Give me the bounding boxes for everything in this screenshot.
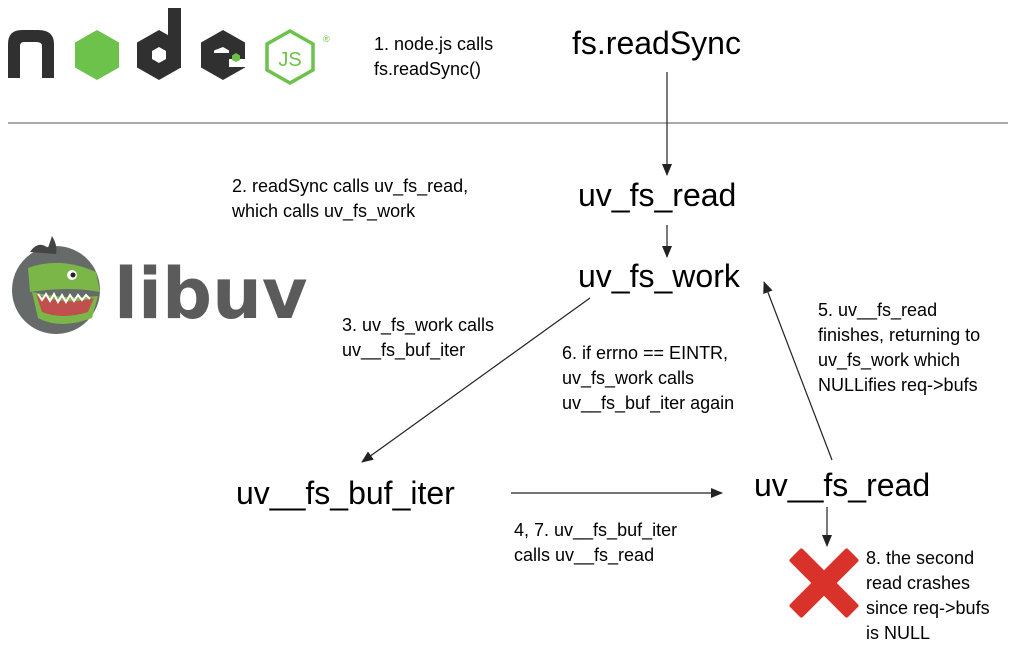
note-step-6-line: uv__fs_buf_iter again [562, 393, 735, 413]
note-step-1: 1. node.js calls fs.readSync() [374, 32, 493, 82]
note-step-1-line: fs.readSync() [374, 59, 482, 79]
nodejs-logo: JS ® [8, 8, 330, 86]
note-step-8-line: since req->bufs [866, 598, 990, 618]
node-letter-e [201, 30, 247, 80]
note-step-8-line: 8. the second [866, 548, 975, 568]
note-step-5-line: uv_fs_work which [818, 350, 961, 370]
note-step-5-line: finishes, returning to [818, 325, 981, 345]
note-step-5: 5. uv__fs_read finishes, returning to uv… [818, 298, 980, 398]
note-step-4-7: 4, 7. uv__fs_buf_iter calls uv__fs_read [514, 518, 677, 568]
js-badge: JS ® [265, 28, 330, 86]
note-step-1-line: 1. node.js calls [374, 34, 494, 54]
libuv-wordmark: libuv [114, 253, 308, 335]
arrow-internal-read-returns-to-uv-fs-work [763, 281, 833, 461]
registered-mark: ® [323, 34, 330, 44]
node-letter-o-hexagon [75, 30, 119, 80]
note-step-5-line: 5. uv__fs_read [818, 300, 938, 320]
note-step-8-line: is NULL [866, 623, 931, 643]
note-step-2-line: 2. readSync calls uv_fs_read, [232, 176, 469, 196]
note-step-6-line: uv_fs_work calls [562, 368, 695, 388]
note-step-4-7-line: calls uv__fs_read [514, 545, 655, 565]
node-letter-n [8, 30, 54, 78]
note-step-8: 8. the second read crashes since req->bu… [866, 546, 990, 646]
note-step-6-line: 6. if errno == EINTR, [562, 343, 729, 363]
arrow-uv-fs-work-to-buf-iter [361, 297, 591, 463]
node-letter-d [137, 8, 181, 80]
note-step-6: 6. if errno == EINTR, uv_fs_work calls u… [562, 341, 734, 416]
js-badge-label: JS [278, 49, 301, 71]
note-step-2-line: which calls uv_fs_work [232, 201, 416, 221]
libuv-logo: libuv [12, 236, 308, 335]
node-uv-fs-buf-iter: uv__fs_buf_iter [236, 475, 455, 511]
node-uv-fs-read-internal: uv__fs_read [754, 467, 931, 503]
note-step-3: 3. uv_fs_work calls uv__fs_buf_iter [342, 313, 494, 363]
note-step-2: 2. readSync calls uv_fs_read, which call… [232, 174, 468, 224]
note-step-3-line: 3. uv_fs_work calls [342, 315, 495, 335]
node-fs-readsync: fs.readSync [572, 25, 741, 61]
note-step-4-7-line: 4, 7. uv__fs_buf_iter [514, 520, 678, 540]
note-step-5-line: NULLifies req->bufs [818, 375, 978, 395]
node-uv-fs-work: uv_fs_work [578, 258, 740, 294]
note-step-3-line: uv__fs_buf_iter [342, 340, 466, 360]
dinosaur-icon [12, 236, 100, 334]
note-step-8-line: read crashes [866, 573, 971, 593]
red-x-icon [789, 548, 859, 618]
node-uv-fs-read: uv_fs_read [578, 177, 737, 213]
